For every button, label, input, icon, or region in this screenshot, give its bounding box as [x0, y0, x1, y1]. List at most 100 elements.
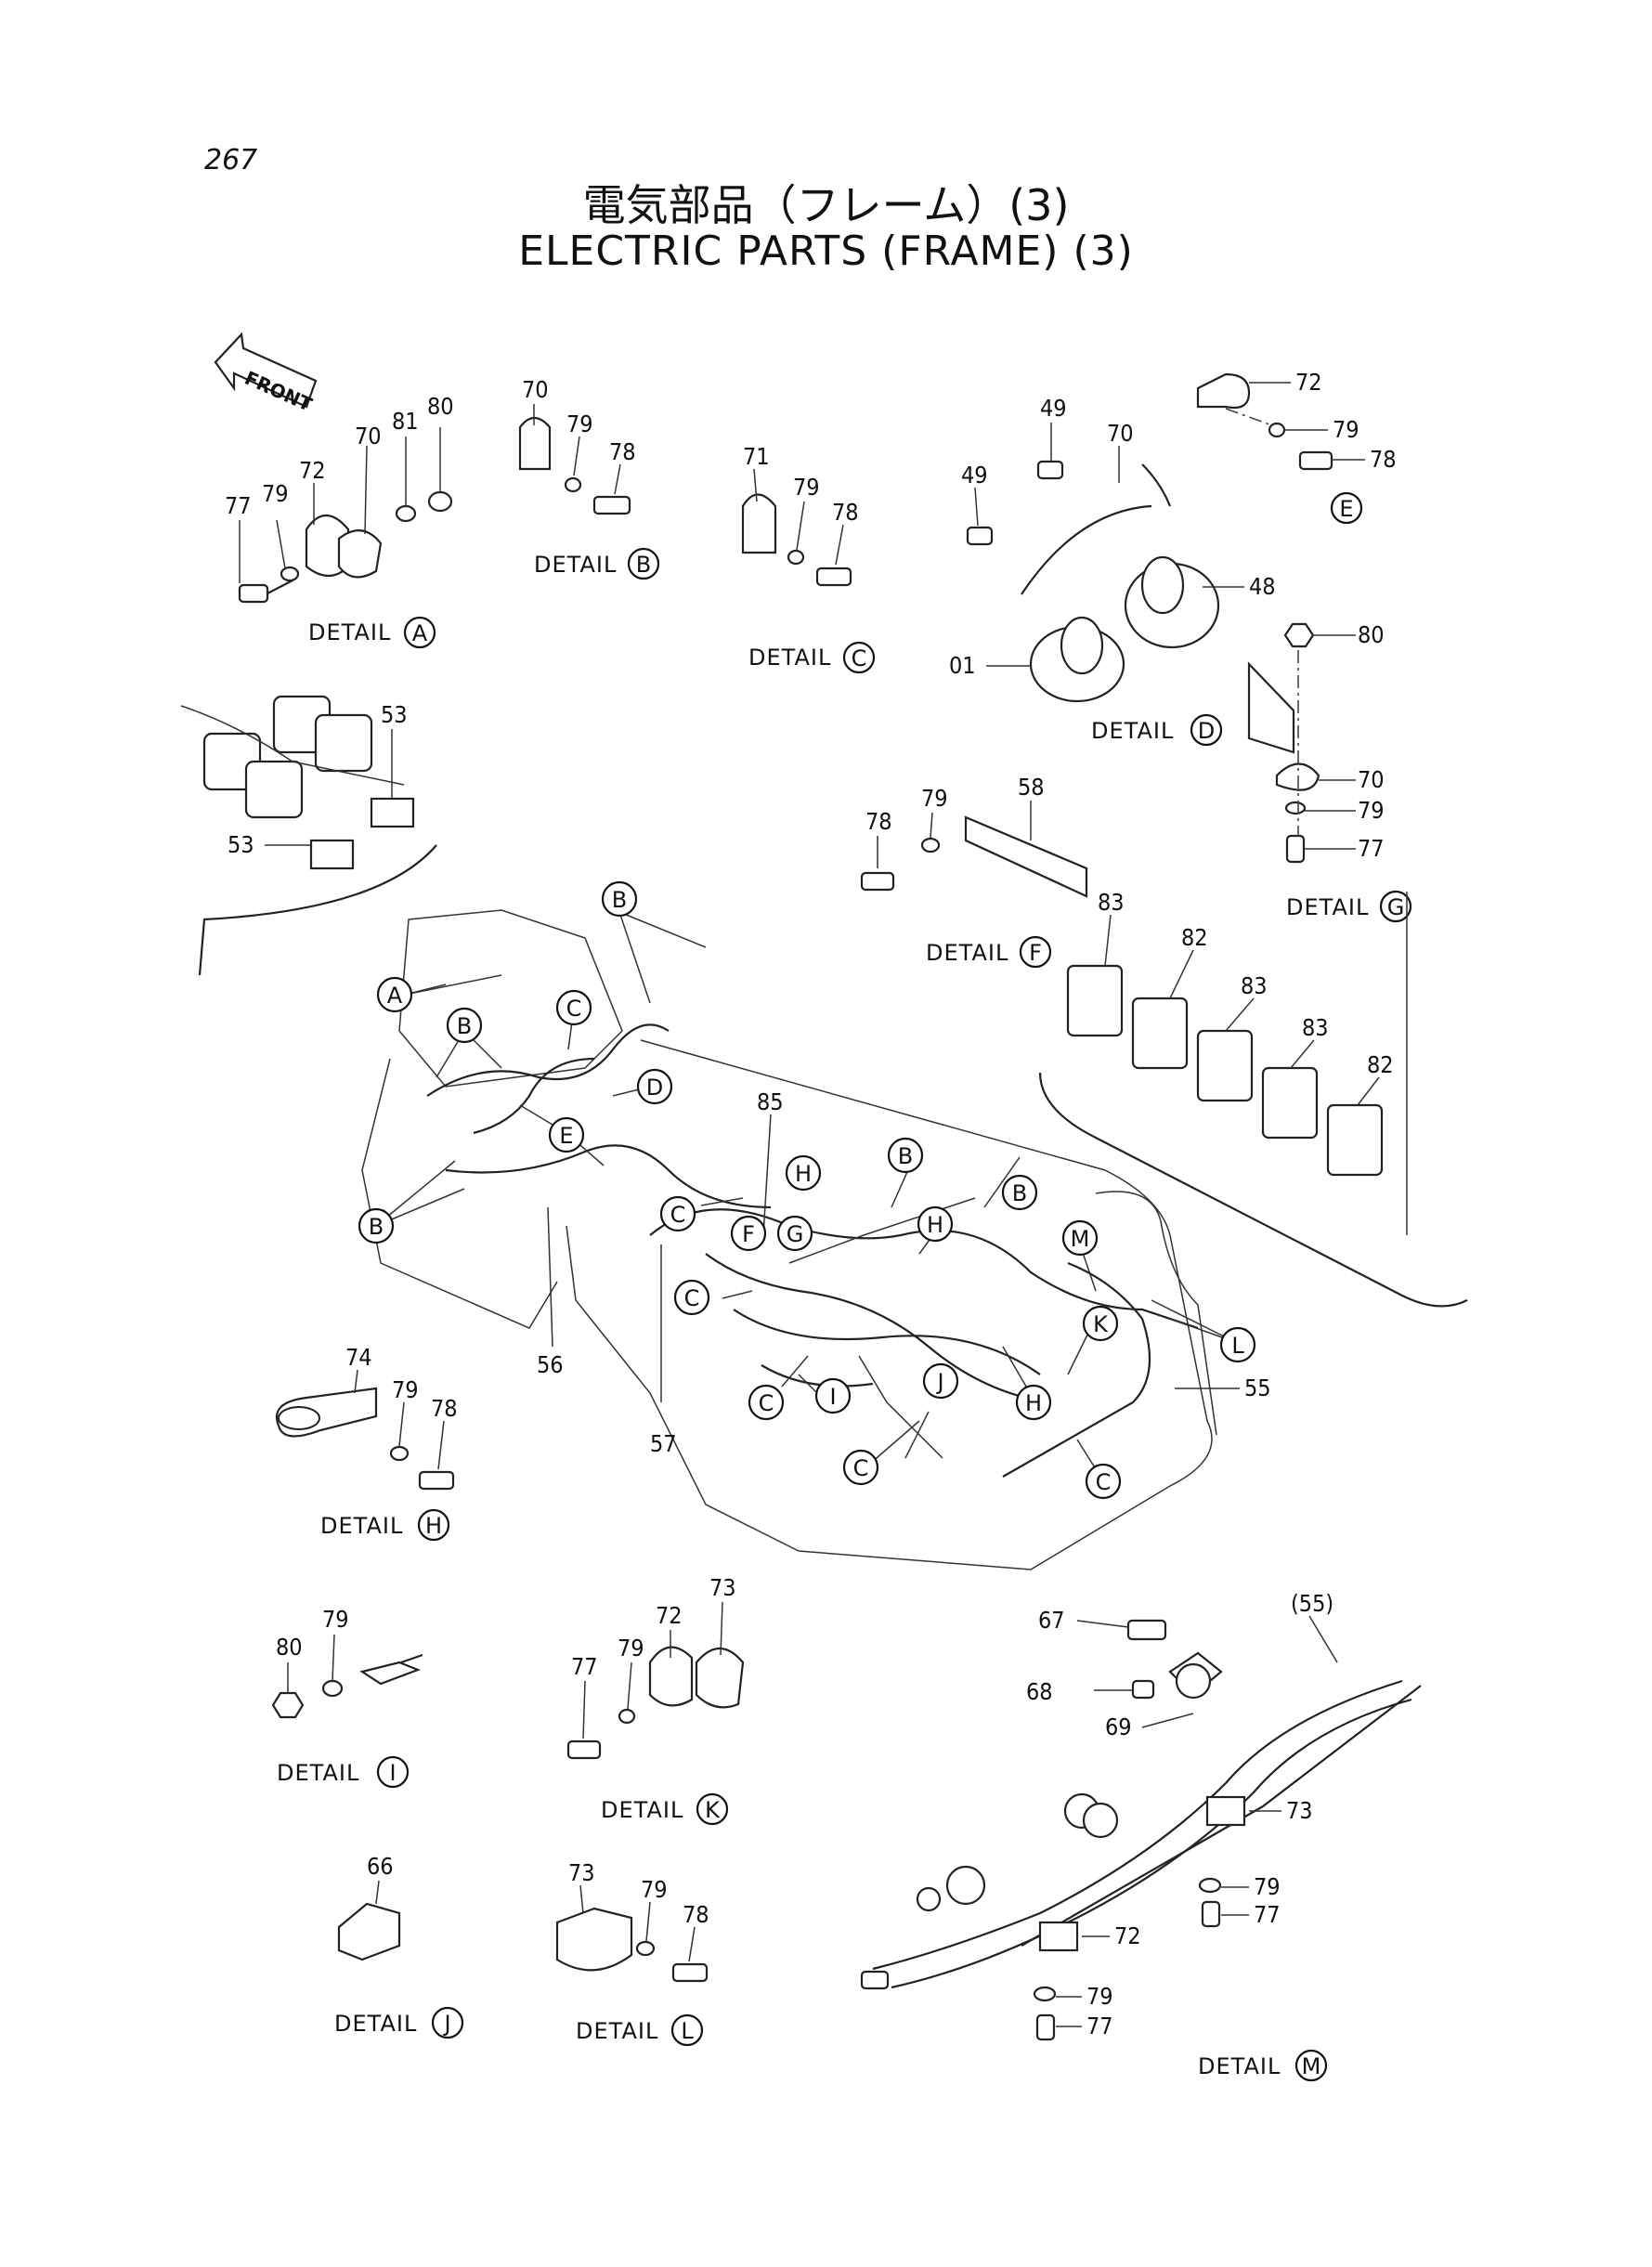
part-number-83: 83 — [1302, 1014, 1329, 1041]
part-number-77: 77 — [571, 1653, 598, 1680]
part-number-72: 72 — [1295, 369, 1322, 396]
part-number-79: 79 — [392, 1376, 419, 1403]
detail-f-letter: F — [1029, 940, 1042, 966]
part-number-70: 70 — [522, 376, 549, 403]
detail-e-marker — [1330, 491, 1363, 525]
detail-f-label: DETAIL — [926, 940, 1008, 966]
part-number-79: 79 — [1358, 797, 1385, 824]
page-number: 267 — [204, 144, 258, 176]
callout-b: B — [612, 887, 627, 913]
part-number-81: 81 — [392, 408, 419, 435]
detail-d-letter: D — [1198, 718, 1215, 744]
plate-shape — [964, 815, 1088, 898]
detail-a-marker — [403, 616, 436, 649]
detail-e-group: 72 79 78 E — [1196, 369, 1397, 525]
detail-a-label: DETAIL — [308, 619, 391, 645]
detail-f-marker — [1019, 935, 1052, 969]
part-number-78: 78 — [832, 499, 859, 526]
detail-j-letter: J — [442, 2011, 450, 2037]
detail-b-letter: B — [636, 552, 651, 578]
part-number-69: 69 — [1105, 1713, 1132, 1740]
callout-c: C — [684, 1285, 700, 1311]
part-number-77: 77 — [1254, 1901, 1281, 1928]
callout-j: J — [935, 1369, 943, 1395]
part-number-78: 78 — [683, 1901, 709, 1928]
part-number-78: 78 — [431, 1395, 458, 1422]
callout-c: C — [566, 996, 582, 1022]
part-number-74: 74 — [345, 1344, 372, 1371]
detail-l-marker — [670, 2013, 704, 2047]
detail-d-group: 49 49 70 48 01 DETAIL D — [949, 395, 1276, 747]
part-number-80: 80 — [427, 393, 454, 420]
detail-m-group: 67 68 69 (55) 73 79 77 72 79 77 DETAIL M — [860, 1590, 1422, 2082]
detail-j-marker — [431, 2006, 464, 2039]
relay-82 — [1131, 997, 1189, 1070]
part-number-79: 79 — [1254, 1873, 1281, 1900]
part-number-66: 66 — [367, 1853, 394, 1880]
bracket-shape — [1247, 661, 1295, 754]
clamp-72 — [1038, 1921, 1079, 1952]
part-number-79: 79 — [322, 1606, 349, 1633]
part-number-83: 83 — [1098, 889, 1125, 916]
part-number-56: 56 — [537, 1351, 564, 1378]
detail-j-group: 66 DETAIL J — [334, 1853, 464, 2039]
relay-82 — [1326, 1103, 1384, 1177]
part-number-53: 53 — [228, 831, 254, 858]
callout-m: M — [1071, 1226, 1090, 1252]
part-number-79: 79 — [618, 1635, 644, 1661]
callout-d: D — [646, 1075, 663, 1101]
callout-c: C — [1096, 1469, 1112, 1495]
relay-83 — [1196, 1029, 1254, 1102]
page-title-english: ELECTRIC PARTS (FRAME) (3) — [518, 228, 1134, 275]
callout-g: G — [787, 1221, 804, 1247]
detail-c-label: DETAIL — [748, 645, 831, 671]
part-number-79: 79 — [566, 410, 593, 437]
callout-b: B — [457, 1013, 472, 1039]
detail-i-marker — [376, 1755, 410, 1789]
part-number-70: 70 — [1107, 420, 1134, 447]
part-number-77: 77 — [1358, 835, 1385, 862]
part-number-79: 79 — [1333, 416, 1359, 443]
detail-m-letter: M — [1302, 2053, 1321, 2079]
detail-e-letter: E — [1339, 496, 1353, 522]
part-number-72: 72 — [299, 457, 326, 484]
relay-83 — [1066, 964, 1124, 1037]
part-number-49: 49 — [1040, 395, 1067, 422]
detail-h-label: DETAIL — [320, 1513, 403, 1539]
part-number-49: 49 — [961, 462, 988, 489]
detail-h-letter: H — [425, 1513, 442, 1539]
callout-h: H — [795, 1161, 812, 1187]
detail-j-label: DETAIL — [334, 2011, 417, 2037]
detail-b-group: 70 79 78 DETAIL B — [518, 376, 660, 580]
part-number-80: 80 — [1358, 621, 1385, 648]
part-number-79: 79 — [793, 474, 820, 501]
part-number-53: 53 — [381, 701, 408, 728]
detail-g-label: DETAIL — [1286, 894, 1369, 920]
detail-i-letter: I — [389, 1760, 396, 1786]
callout-c: C — [853, 1455, 869, 1481]
connector-group: 53 53 — [180, 695, 437, 976]
callout-e: E — [559, 1123, 573, 1149]
detail-k-group: 77 79 72 73 DETAIL K — [566, 1574, 745, 1826]
detail-c-marker — [842, 641, 876, 674]
detail-l-label: DETAIL — [576, 2018, 658, 2044]
detail-b-marker — [627, 547, 660, 580]
detail-i-group: 80 79 DETAIL I — [271, 1606, 423, 1789]
part-number-79: 79 — [1086, 1983, 1113, 2010]
callout-b: B — [898, 1143, 913, 1169]
detail-h-group: 74 79 78 DETAIL H — [276, 1344, 458, 1542]
page-title-japanese: 電気部品（フレーム）(3) — [582, 180, 1070, 230]
part-number-73: 73 — [568, 1859, 595, 1886]
part-number-70: 70 — [1358, 766, 1385, 793]
clamp-73 — [555, 1907, 633, 1972]
detail-g-group: 80 70 79 77 DETAIL G — [1247, 621, 1412, 923]
part-number-73: 73 — [709, 1574, 736, 1601]
detail-c-letter: C — [852, 645, 867, 671]
part-number-79: 79 — [262, 480, 289, 507]
detail-d-label: DETAIL — [1091, 718, 1174, 744]
detail-k-marker — [696, 1792, 729, 1826]
part-number-55-ref: (55) — [1291, 1590, 1333, 1617]
part-number-01: 01 — [949, 652, 976, 679]
part-number-79: 79 — [921, 785, 948, 812]
